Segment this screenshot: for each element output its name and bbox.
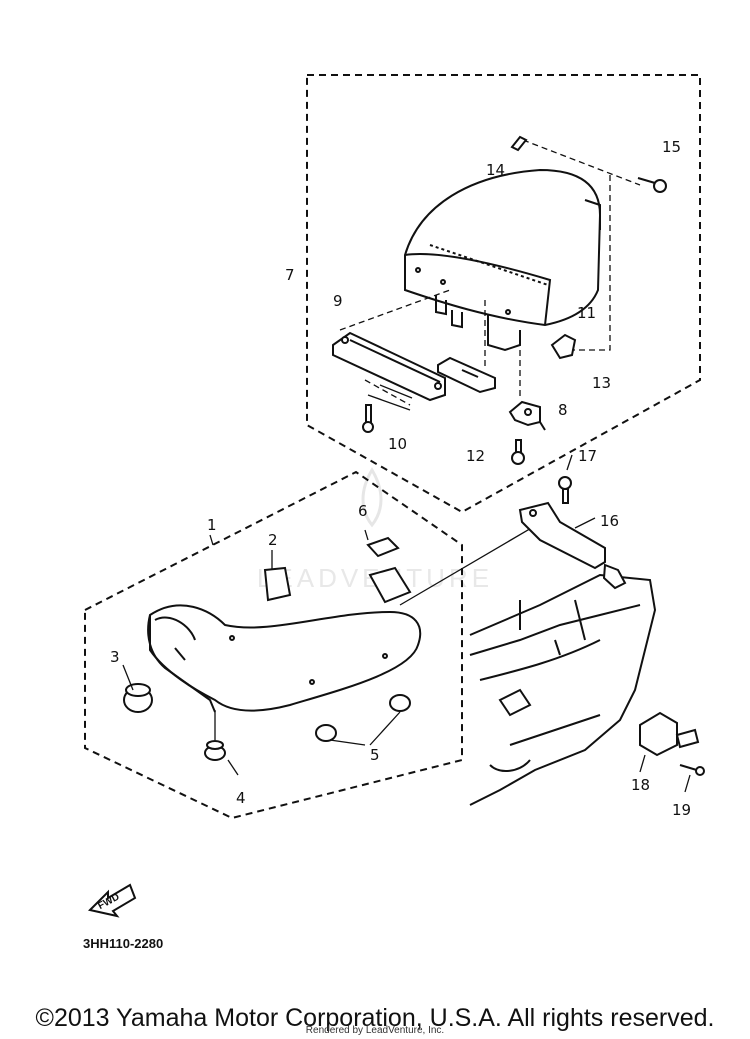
diagram-code: 3HH110-2280 [83,936,163,951]
seat-hook-2 [263,566,292,602]
seat-hinge-16 [518,501,627,590]
screw-19 [679,764,705,776]
callout-15: 15 [662,138,681,156]
rear-seat [404,168,602,352]
lock-leader-lines [566,454,691,793]
forward-arrow-icon: FWD [88,883,137,918]
frame [469,573,657,806]
seat-side-bracket-13 [550,333,577,360]
callout-19: 19 [672,801,691,819]
screw-15 [637,177,667,193]
seat-plate [437,356,496,394]
main-seat [147,604,422,713]
callout-5: 5 [370,746,380,764]
callout-7: 7 [285,266,295,284]
copyright-notice: ©2013 Yamaha Motor Corporation, U.S.A. A… [35,1004,715,1032]
damper-4 [204,740,226,761]
callout-18: 18 [631,776,650,794]
callout-14: 14 [486,161,505,179]
callout-17: 17 [578,447,597,465]
screw-14 [510,135,528,152]
rear-seat-group-outline [306,74,701,514]
damper-3 [123,683,153,713]
callout-9: 9 [333,292,343,310]
callout-6: 6 [358,502,368,520]
screw-10 [362,404,374,433]
screw-17 [558,476,572,504]
seat-bracket-8 [508,400,546,431]
callout-11: 11 [577,304,596,322]
seat-bracket-9 [332,331,446,402]
callout-3: 3 [110,648,120,666]
callout-4: 4 [236,789,246,807]
seat-pad-6 [366,536,412,604]
main-seat-group-outline [84,470,463,820]
callout-16: 16 [600,512,619,530]
screw-12 [511,439,525,465]
upper-solid-lines [367,384,413,411]
damper-5 [315,694,411,742]
callout-13: 13 [592,374,611,392]
seat-lock-18 [639,711,700,757]
lower-leader-lines [122,519,546,776]
upper-leader-lines [339,139,641,406]
callout-10: 10 [388,435,407,453]
callout-8: 8 [558,401,568,419]
rendered-by-notice: Rendered by LeadVenture, Inc. [305,1025,445,1036]
callout-1: 1 [207,516,217,534]
callout-12: 12 [466,447,485,465]
callout-2: 2 [268,531,278,549]
